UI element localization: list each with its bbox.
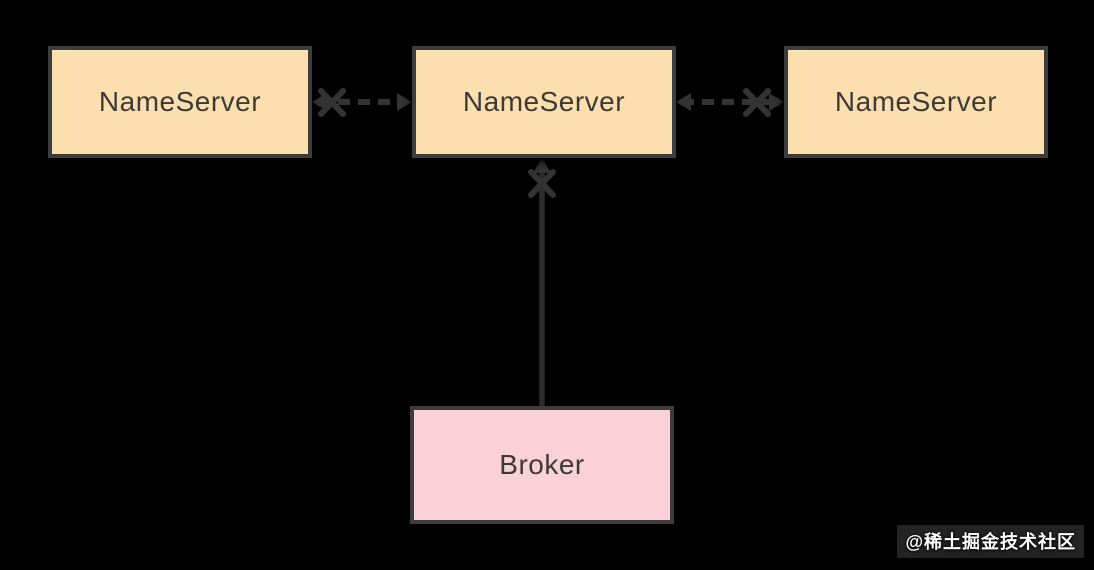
cross-marker-icon — [743, 88, 771, 117]
arrowhead-up-icon — [533, 158, 551, 173]
node-label: Broker — [499, 449, 585, 480]
edge-nameserver2-nameserver3 — [676, 88, 784, 117]
edge-broker-nameserver2 — [528, 158, 556, 406]
node-nameserver-2: NameServer — [412, 46, 676, 158]
node-broker: Broker — [410, 406, 674, 524]
arrowhead-right-icon — [397, 93, 412, 111]
node-label: NameServer — [98, 86, 262, 117]
node-nameserver-3: NameServer — [784, 46, 1048, 158]
cross-marker-icon — [318, 88, 346, 117]
watermark-text: @稀土掘金技术社区 — [905, 532, 1076, 552]
edge-nameserver1-nameserver2 — [312, 88, 412, 117]
arrowhead-left-icon — [676, 93, 691, 111]
node-nameserver-1: NameServer — [48, 46, 312, 158]
arrowhead-right-icon — [769, 93, 784, 111]
watermark: @稀土掘金技术社区 — [897, 525, 1084, 558]
node-label: NameServer — [462, 86, 626, 117]
cross-marker-icon — [528, 169, 556, 198]
node-label: NameServer — [834, 86, 998, 117]
